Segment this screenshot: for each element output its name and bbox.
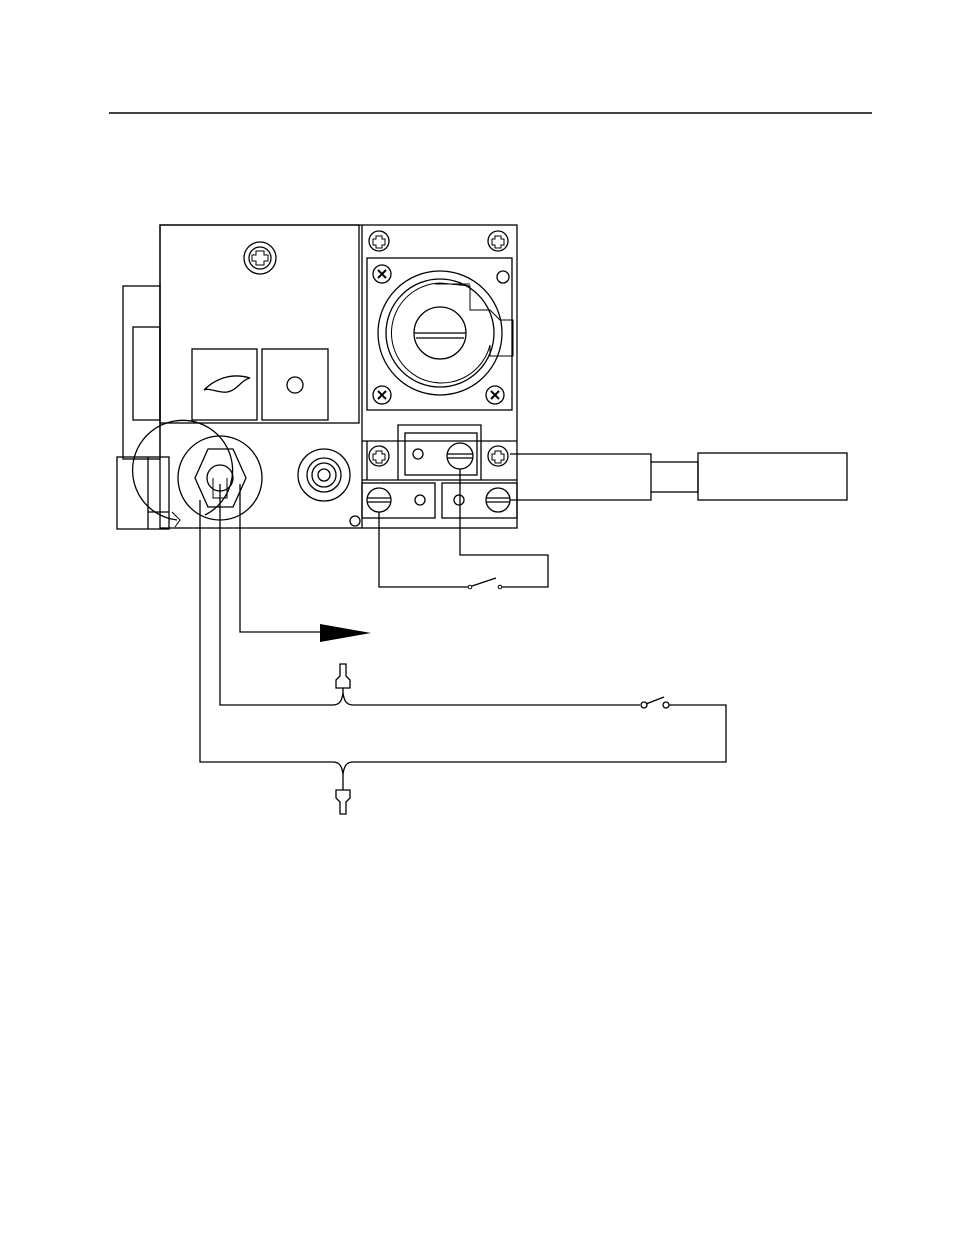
- corner-screw-top-left: [369, 231, 389, 251]
- pilot-indicator-dot: [287, 377, 303, 393]
- module-terminal-block: [442, 483, 517, 518]
- regulator-small-hole: [497, 271, 509, 283]
- corner-screw-mid-right: [488, 446, 508, 466]
- module-wire-lower: [510, 492, 651, 500]
- module-wire-upper: [510, 454, 651, 462]
- outlet-line: [240, 484, 320, 632]
- inline-switch: [641, 697, 669, 708]
- regulator-screw-1: [373, 265, 391, 283]
- pilot-indicator-icon: [262, 349, 328, 420]
- thermocouple-wire-1: [220, 484, 640, 705]
- external-module: [651, 453, 847, 500]
- connector-plug-upper: [336, 664, 350, 693]
- loop-wire: [200, 500, 726, 774]
- pressure-regulator: [378, 271, 513, 395]
- corner-screw-mid-left: [369, 446, 389, 466]
- flame-icon: [192, 349, 257, 420]
- thermocouple-terminal-block: [398, 425, 481, 480]
- cover-screw: [244, 242, 276, 274]
- arrow: [320, 624, 371, 642]
- connector-plug-lower: [336, 774, 350, 814]
- pilot-outlet-fitting: [133, 420, 262, 527]
- pressure-tap: [298, 449, 350, 501]
- corner-screw-top-right: [488, 231, 508, 251]
- manual-switch: [468, 578, 502, 589]
- switch-terminal-block: [362, 483, 435, 518]
- regulator-screw-3: [486, 386, 504, 404]
- regulator-screw-2: [373, 386, 391, 404]
- switch-wire-left: [379, 512, 468, 587]
- flame-symbol: [204, 376, 250, 392]
